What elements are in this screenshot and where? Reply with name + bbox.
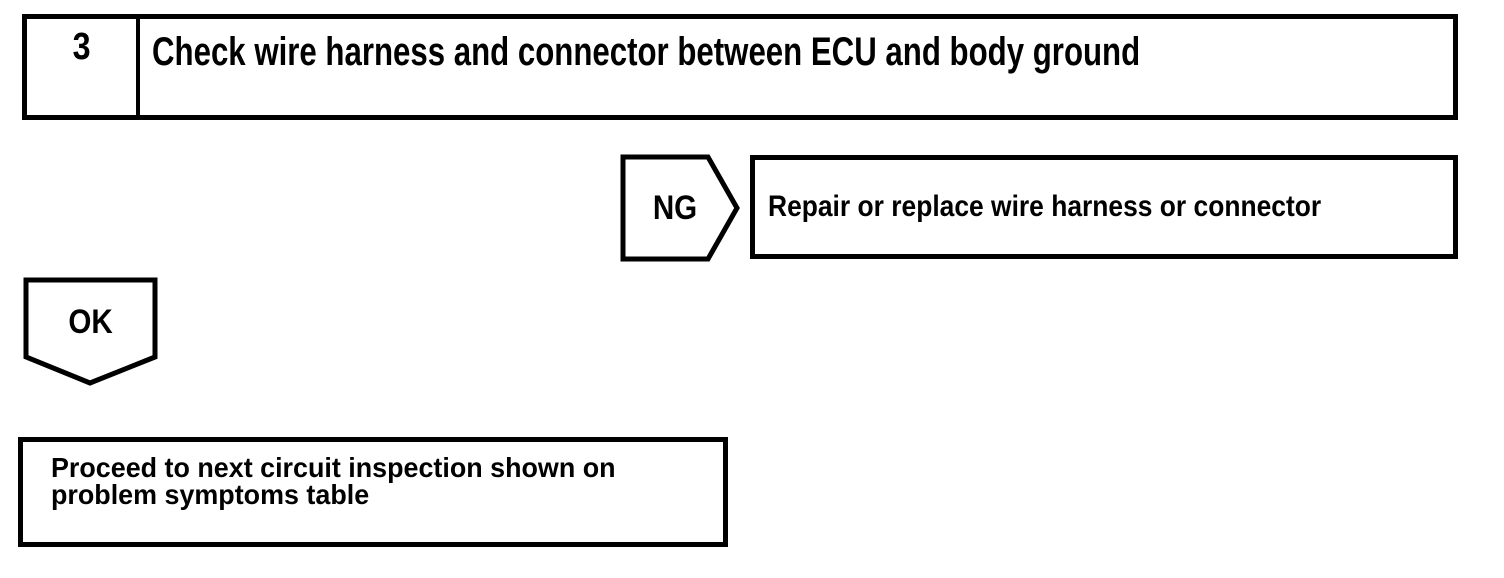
step-title: Check wire harness and connector between… [152, 30, 1141, 74]
ng-action-box: Repair or replace wire harness or connec… [750, 155, 1458, 259]
down-arrow-pentagon-icon [23, 277, 158, 386]
step-number-cell: 3 [27, 19, 140, 115]
ok-action-box: Proceed to next circuit inspection shown… [18, 437, 728, 547]
ng-label: NG [652, 189, 698, 227]
ok-label: OK [68, 303, 113, 341]
step-number: 3 [72, 26, 91, 68]
right-arrow-pentagon-icon [620, 154, 740, 262]
ok-action-line-2: problem symptoms table [51, 479, 370, 510]
step-title-cell: Check wire harness and connector between… [140, 19, 1453, 115]
ng-connector-shape: NG [620, 154, 740, 262]
ok-connector-shape: OK [23, 277, 158, 386]
step-header-box: 3 Check wire harness and connector betwe… [22, 14, 1458, 120]
ok-action-line-1: Proceed to next circuit inspection shown… [51, 452, 616, 483]
ng-action-text: Repair or replace wire harness or connec… [768, 190, 1322, 223]
